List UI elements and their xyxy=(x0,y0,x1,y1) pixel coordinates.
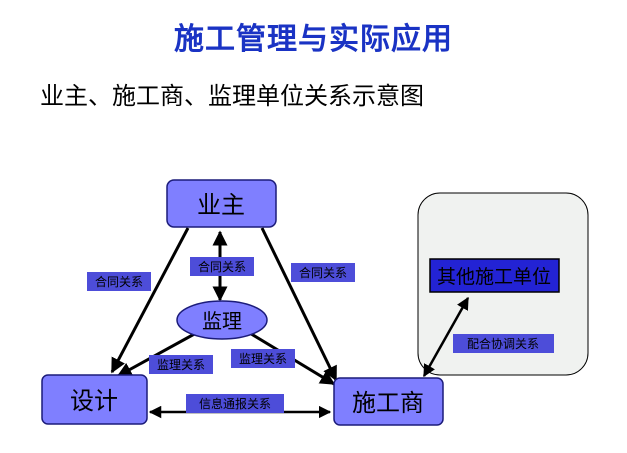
label-owner-supervisor: 合同关系 xyxy=(190,257,254,276)
svg-text:合同关系: 合同关系 xyxy=(299,265,347,280)
diagram-subtitle: 业主、施工商、监理单位关系示意图 xyxy=(40,82,424,110)
svg-text:信息通报关系: 信息通报关系 xyxy=(199,396,271,411)
label-info-report: 信息通报关系 xyxy=(186,394,284,413)
node-supervisor-label: 监理 xyxy=(202,309,242,333)
node-contractor: 施工商 xyxy=(333,377,444,426)
node-other-units: 其他施工单位 xyxy=(429,258,560,293)
node-contractor-label: 施工商 xyxy=(352,389,424,417)
label-owner-contractor: 合同关系 xyxy=(291,263,355,282)
edge-supervisor-designer xyxy=(116,330,199,378)
node-supervisor: 监理 xyxy=(176,300,268,340)
label-supervisor-designer: 监理关系 xyxy=(149,355,213,374)
svg-text:合同关系: 合同关系 xyxy=(95,274,143,289)
svg-text:监理关系: 监理关系 xyxy=(157,358,205,372)
label-owner-designer: 合同关系 xyxy=(87,272,151,291)
node-owner: 业主 xyxy=(166,179,277,228)
svg-text:监理关系: 监理关系 xyxy=(239,352,287,366)
node-designer: 设计 xyxy=(41,374,148,425)
svg-text:合同关系: 合同关系 xyxy=(198,259,246,274)
page-title: 施工管理与实际应用 xyxy=(174,22,453,57)
node-designer-label: 设计 xyxy=(70,387,118,415)
label-coordination: 配合协调关系 xyxy=(453,334,554,353)
edge-owner-contractor xyxy=(260,227,338,382)
edge-owner-designer xyxy=(110,227,190,374)
node-other-units-label: 其他施工单位 xyxy=(437,266,551,288)
svg-text:配合协调关系: 配合协调关系 xyxy=(467,336,539,351)
edge-coordination xyxy=(422,296,470,378)
node-owner-label: 业主 xyxy=(197,191,245,219)
label-supervisor-contractor: 监理关系 xyxy=(231,349,295,368)
